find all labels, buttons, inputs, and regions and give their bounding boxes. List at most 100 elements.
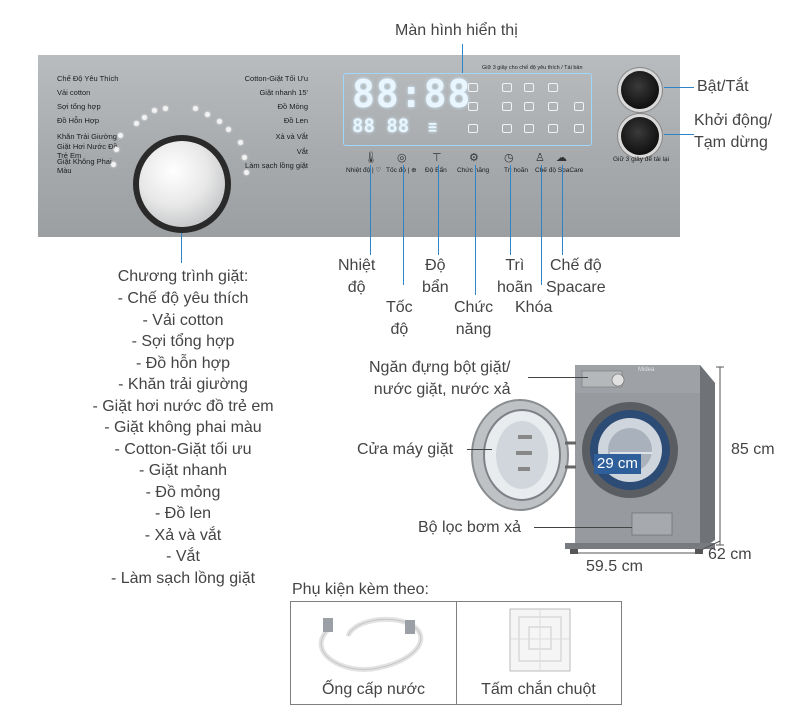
panel-button-label: Chế độ SpaCare (535, 167, 584, 174)
program-indicator-dot (134, 121, 139, 126)
display-main-digits: 88:88 (352, 72, 472, 116)
spacare-icon[interactable]: ☁ (556, 152, 567, 164)
power-label: Bật/Tắt (697, 78, 749, 95)
panel-program-label-left: Đồ Hỗn Hợp (57, 116, 100, 125)
panel-program-label-left: Khăn Trải Giường (57, 132, 117, 141)
button-label: Chức năng (454, 299, 494, 338)
panel-program-label-right: Xả và Vắt (275, 132, 308, 141)
display-screen (343, 73, 592, 146)
mouse-guard-image (509, 608, 571, 672)
filter-callout-line (534, 527, 632, 528)
knob-callout-line (181, 233, 182, 263)
button-label: Nhiệt độ (338, 257, 376, 296)
panel-program-label-right: Giặt nhanh 15' (259, 88, 308, 97)
button-label: Trì hoãn (497, 257, 533, 296)
display-status-icon (468, 124, 478, 133)
button-callout-line (562, 165, 563, 255)
machine-logo: Midea (638, 367, 655, 373)
button-label: Độ bẩn (422, 257, 449, 296)
accessory-hose-label: Ống cấp nước (321, 681, 426, 698)
button-callout-line (438, 165, 439, 255)
drawer-callout-line (528, 377, 588, 378)
display-top-note: Giữ 3 giây cho chế độ yêu thích / Tái bả… (482, 65, 583, 71)
wash-program-item: - Giặt không phai màu (104, 419, 262, 436)
program-indicator-dot (193, 106, 198, 111)
wash-program-item: - Vải cotton (142, 311, 224, 329)
wash-program-item: - Vắt (166, 548, 200, 565)
panel-program-label-left: Chế Độ Yêu Thích (57, 74, 119, 83)
program-indicator-dot (114, 147, 119, 152)
soil-level-icon[interactable]: ⊤ (432, 152, 442, 164)
display-status-icon (574, 124, 584, 133)
start-callout-line (664, 134, 694, 135)
display-bars-icon: ≡ (428, 118, 438, 136)
panel-program-label-left: Vải cotton (57, 88, 91, 97)
button-callout-line (475, 165, 476, 295)
power-button[interactable] (621, 71, 659, 109)
program-indicator-dot (226, 127, 231, 132)
display-status-icon (574, 102, 584, 111)
wash-program-item: - Đồ hỗn hợp (135, 354, 231, 372)
display-status-icon (548, 102, 558, 111)
button-label: Khóa (515, 299, 553, 316)
display-status-icon (524, 124, 534, 133)
program-indicator-dot (152, 108, 157, 113)
start-pause-button[interactable] (621, 117, 659, 155)
panel-program-label-left: Giặt Hơi Nước Đồ Trẻ Em (57, 142, 118, 160)
accessory-divider (456, 601, 457, 704)
program-knob-face (139, 141, 225, 227)
accessory-mouse-guard-label: Tấm chắn chuột (481, 681, 596, 698)
display-label: Màn hình hiển thị (395, 22, 518, 39)
display-small-digits: 88 88 (352, 115, 410, 137)
filter-cover (631, 512, 673, 536)
start-pause-label: Khởi động/ Tạm dừng (694, 112, 773, 151)
display-callout-line (462, 44, 463, 73)
panel-button-label: Nhiệt độ | ♡ (346, 167, 382, 174)
program-indicator-dot (238, 140, 243, 145)
display-status-icon (548, 124, 558, 133)
door-callout-line (467, 449, 492, 450)
button-callout-line (541, 165, 542, 285)
hold-note: Giữ 3 giây để tái lại (613, 156, 670, 163)
accessories-title: Phụ kiện kèm theo: (292, 581, 429, 598)
panel-button-label: Trì hoãn (504, 167, 528, 174)
button-label: Tốc độ (386, 299, 413, 338)
function-icon[interactable]: ⚙ (469, 152, 479, 164)
program-indicator-dot (111, 162, 116, 167)
program-indicator-dot (163, 106, 168, 111)
door-label: Cửa máy giặt (357, 441, 454, 458)
wash-program-item: - Cotton-Giặt tối ưu (114, 440, 252, 458)
water-hose-image (318, 616, 424, 672)
display-status-icon (524, 102, 534, 111)
delay-icon[interactable]: ◷ (504, 152, 514, 164)
width-dimension: 59.5 cm (586, 558, 643, 575)
panel-program-label-right: Cotton-Giặt Tối Ưu (244, 74, 308, 83)
wash-program-item: - Xả và vắt (144, 526, 222, 544)
wash-programs-title: Chương trình giặt: (117, 268, 249, 285)
panel-program-label-left: Giặt Không Phai Màu (57, 157, 112, 175)
wash-program-item: - Làm sạch lồng giặt (110, 569, 256, 587)
speed-icon[interactable]: ◎ (397, 152, 407, 164)
machine-knob (611, 373, 625, 387)
lock-icon[interactable]: ♙ (535, 152, 545, 164)
wash-program-item: - Đồ len (154, 505, 212, 522)
panel-program-label-right: Đồ Len (283, 116, 308, 125)
program-indicator-dot (242, 155, 247, 160)
wash-program-item: - Đồ mỏng (145, 483, 221, 501)
panel-button-label: Tốc độ | ⊕ (386, 167, 417, 174)
temperature-icon[interactable]: 🌡 (364, 152, 378, 164)
program-indicator-dot (244, 170, 249, 175)
panel-program-label-left: Sợi tổng hợp (57, 102, 101, 111)
power-callout-line (664, 87, 694, 88)
drawer-label: Ngăn đựng bột giặt/ nước giặt, nước xả (369, 359, 511, 398)
display-status-icon (502, 102, 512, 111)
panel-program-label-right: Vắt (296, 147, 308, 156)
program-indicator-dot (118, 133, 123, 138)
wash-program-item: - Chế độ yêu thích (117, 290, 249, 307)
wash-program-item: - Giặt hơi nước đồ trẻ em (92, 397, 274, 415)
wash-program-item: - Khăn trải giường (118, 376, 248, 393)
display-status-icon (524, 83, 534, 92)
button-callout-line (510, 165, 511, 255)
display-status-icon (468, 83, 478, 92)
machine-side (700, 365, 715, 550)
